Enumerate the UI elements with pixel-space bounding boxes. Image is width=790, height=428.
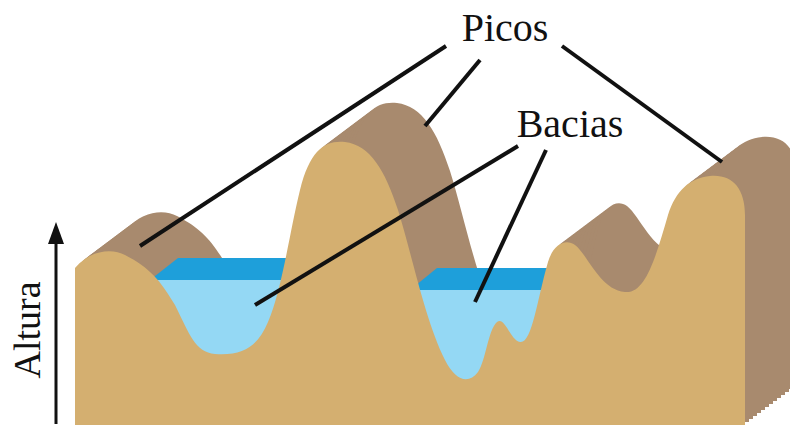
terrain-front-face [75,142,745,425]
leader-line [425,60,480,126]
part-label: Bacias [517,104,624,144]
part-label: Altura [8,281,46,378]
height-arrow [55,240,58,424]
arrow-head [48,222,64,244]
leader-line [475,150,546,302]
leader-line [255,146,518,305]
part-label: Picos [462,8,549,48]
